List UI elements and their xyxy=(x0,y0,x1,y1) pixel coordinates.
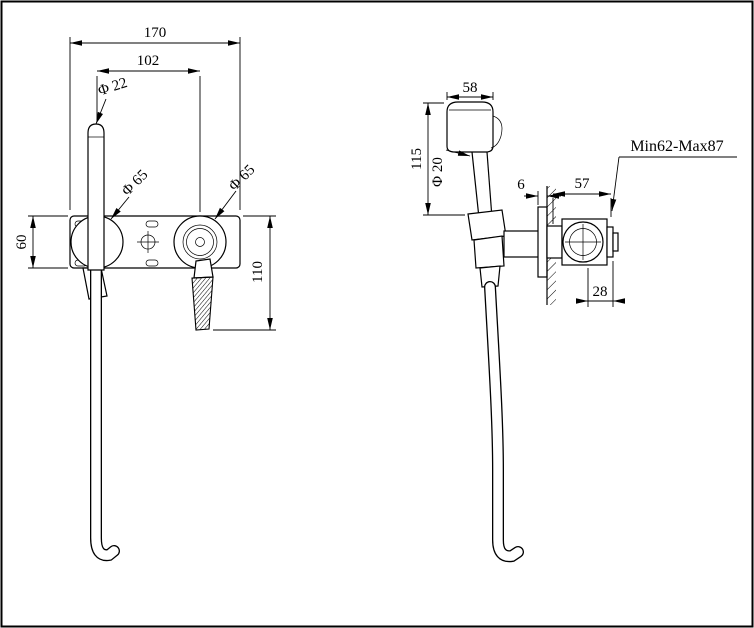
valve-end-fitting xyxy=(612,232,619,252)
valve-screw xyxy=(195,237,205,247)
dim-valve-width: 57 xyxy=(575,176,591,192)
holder-cup xyxy=(467,209,507,241)
leader-line xyxy=(110,196,130,220)
sprayer-head-side xyxy=(446,101,494,153)
valve-end-cap xyxy=(606,226,614,258)
dim-overall-width: 170 xyxy=(144,25,167,41)
wall-escutcheon xyxy=(537,206,548,278)
dim-right-escutcheon: Φ 65 xyxy=(226,162,258,194)
dim-wall-gap: 6 xyxy=(517,177,525,193)
lever-neck xyxy=(193,258,214,279)
dim-head-to-holder: 115 xyxy=(409,148,425,170)
lever-grip xyxy=(191,276,214,331)
hose-front-core xyxy=(91,263,119,560)
supply-pipe xyxy=(503,230,541,258)
sprayer-head-hook xyxy=(490,115,503,149)
dim-handle-length: 110 xyxy=(250,261,266,283)
hose-side-core xyxy=(485,282,523,561)
valve-ring xyxy=(186,228,214,256)
dim-install-depth-range: Min62-Max87 xyxy=(630,138,723,155)
dim-hose-diameter: Φ 20 xyxy=(430,157,446,187)
holder-body xyxy=(473,235,505,269)
leader-line xyxy=(95,98,107,125)
mounting-slot xyxy=(145,259,159,267)
dim-plate-height: 60 xyxy=(14,235,30,250)
dim-head-width: 58 xyxy=(463,80,478,96)
sprayer-wand xyxy=(87,123,105,271)
valve-ring xyxy=(182,224,218,260)
sprayer-tube xyxy=(471,151,480,219)
dim-sprayer-diameter: Φ 22 xyxy=(96,75,129,99)
dim-valve-offset: 28 xyxy=(593,284,608,300)
leader-line xyxy=(610,156,620,212)
side-view: 58 115 Φ 20 6 57 Min62-Max87 28 xyxy=(409,80,737,563)
front-view: 170 102 Φ 22 Φ 65 Φ 65 60 110 xyxy=(14,25,276,562)
leader-line xyxy=(214,190,237,220)
dim-left-escutcheon: Φ 65 xyxy=(119,167,151,199)
hose-nut xyxy=(479,265,501,288)
mounting-slot xyxy=(145,220,159,228)
leader-line xyxy=(445,149,471,157)
valve-stem xyxy=(546,225,563,259)
dim-hole-spacing: 102 xyxy=(137,53,160,69)
sprayer-tube xyxy=(486,151,493,219)
